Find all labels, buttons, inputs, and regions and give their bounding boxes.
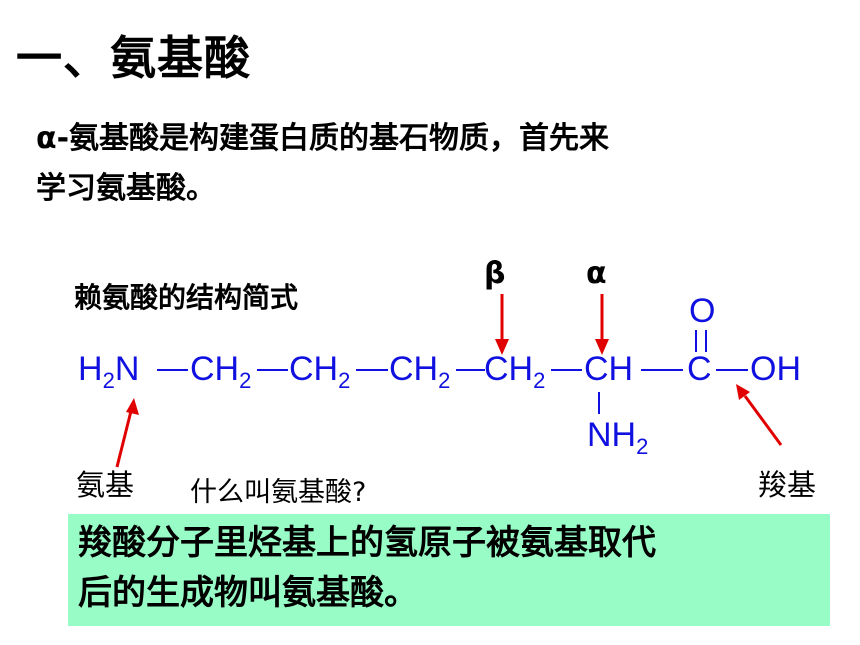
formula-caption: 赖氨酸的结构简式 — [74, 281, 299, 314]
definition-line-1: 羧酸分子里烃基上的氢原子被氨基取代 — [78, 523, 656, 563]
carboxyl-arrow — [743, 395, 783, 446]
carbonyl-carbon: C — [687, 350, 712, 388]
question-text: 什么叫氨基酸? — [190, 477, 367, 508]
alpha-amino-group: NH2 — [587, 416, 649, 459]
amino-terminal-group: H2N — [78, 350, 140, 393]
beta-carbon-label: β — [484, 256, 506, 291]
hydroxyl-group: OH — [750, 350, 801, 388]
ch2-group-2: CH2 — [289, 350, 351, 393]
page-title: 一、氨基酸 — [16, 31, 251, 85]
definition-box: 羧酸分子里烃基上的氢原子被氨基取代 后的生成物叫氨基酸。 — [68, 514, 830, 626]
alpha-arrowhead — [595, 339, 609, 355]
amino-group-label: 氨基 — [76, 468, 135, 502]
definition-line-2: 后的生成物叫氨基酸。 — [78, 573, 418, 613]
alpha-ch-group: CH — [584, 350, 634, 388]
beta-arrowhead — [495, 339, 509, 355]
carboxyl-group-label: 羧基 — [758, 468, 817, 502]
amino-arrowhead — [126, 398, 139, 415]
carboxyl-arrowhead — [736, 384, 750, 400]
intro-text: α-氨基酸是构建蛋白质的基石物质，首先来 学习氨基酸。 — [36, 114, 609, 214]
intro-line-1: α-氨基酸是构建蛋白质的基石物质，首先来 — [36, 121, 610, 156]
ch2-group-3: CH2 — [389, 350, 451, 393]
intro-line-2: 学习氨基酸。 — [36, 171, 216, 206]
alpha-carbon-label: α — [586, 256, 607, 291]
carbonyl-oxygen: O — [689, 292, 716, 330]
ch2-group-4: CH2 — [484, 350, 546, 393]
ch2-group-1: CH2 — [190, 350, 252, 393]
amino-arrow — [115, 410, 133, 468]
